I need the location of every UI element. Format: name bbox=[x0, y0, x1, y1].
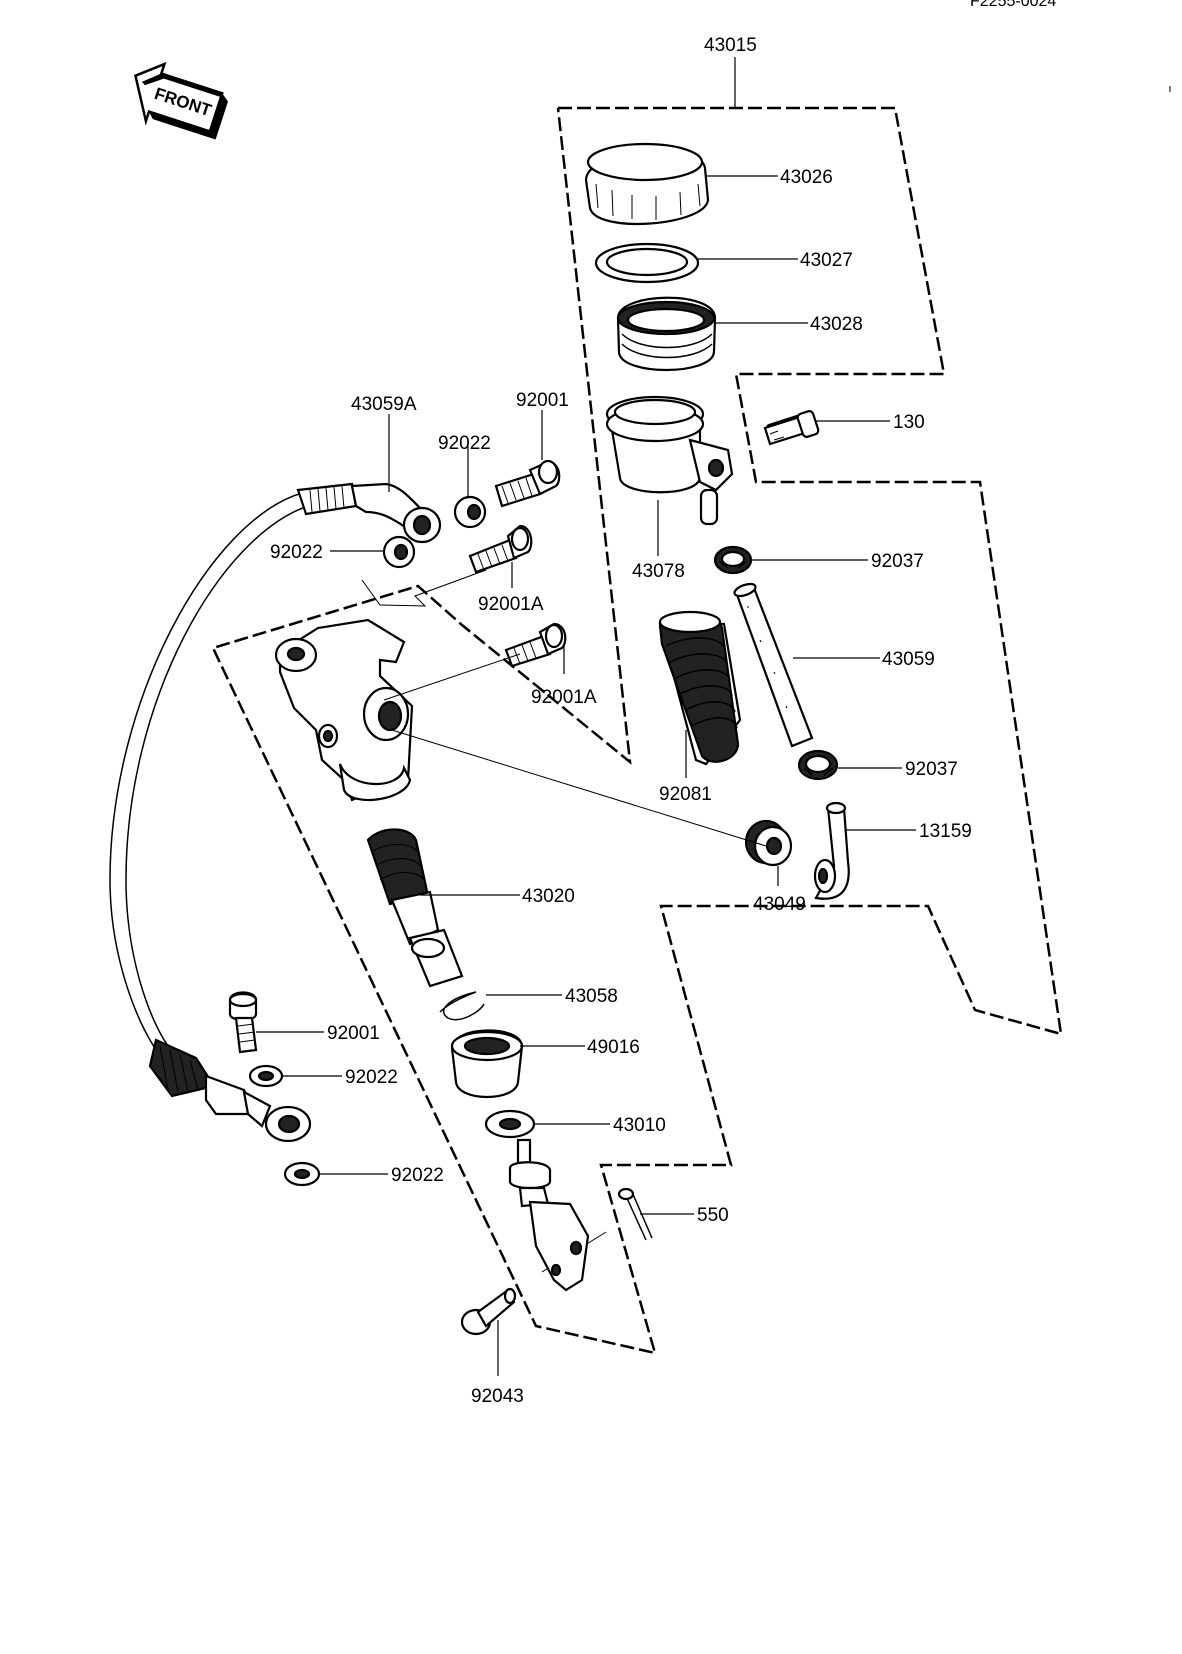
label-43028: 43028 bbox=[810, 314, 863, 335]
reservoir-hose bbox=[733, 582, 814, 748]
label-92022-left: 92022 bbox=[270, 542, 323, 563]
label-13159: 13159 bbox=[919, 821, 972, 842]
washer-lower-left bbox=[248, 1064, 284, 1088]
hose-clamp-upper bbox=[713, 545, 753, 575]
label-43059: 43059 bbox=[882, 649, 935, 670]
washer-left bbox=[382, 535, 416, 569]
label-43078: 43078 bbox=[632, 561, 685, 582]
label-92022-upper: 92022 bbox=[438, 433, 491, 454]
label-92037-upper: 92037 bbox=[871, 551, 924, 572]
label-92022-lower-left: 92022 bbox=[345, 1067, 398, 1088]
brake-hose bbox=[109, 482, 442, 1143]
label-43058: 43058 bbox=[565, 986, 618, 1007]
washer-upper bbox=[453, 495, 487, 529]
clevis-pin bbox=[460, 1287, 517, 1336]
reservoir-diaphragm bbox=[616, 296, 717, 372]
label-49016: 49016 bbox=[587, 1037, 640, 1058]
label-92043: 92043 bbox=[471, 1386, 524, 1407]
reservoir-cap bbox=[584, 142, 710, 225]
mounting-bolt-2 bbox=[504, 622, 567, 668]
circlip bbox=[439, 991, 485, 1021]
master-cylinder-body bbox=[274, 618, 414, 802]
label-43020: 43020 bbox=[522, 886, 575, 907]
elbow-fitting bbox=[813, 801, 850, 900]
label-130: 130 bbox=[893, 412, 925, 433]
piston-assembly bbox=[366, 828, 464, 988]
return-spring bbox=[658, 610, 742, 766]
reservoir-gasket bbox=[594, 242, 700, 284]
label-43027: 43027 bbox=[800, 250, 853, 271]
diagram-code: F2255-0024 bbox=[970, 0, 1056, 10]
ref-line-3 bbox=[391, 729, 767, 847]
hose-clamp-lower bbox=[797, 749, 839, 781]
banjo-bolt-upper bbox=[494, 459, 561, 508]
label-92022-bottom: 92022 bbox=[391, 1165, 444, 1186]
label-43015: 43015 bbox=[704, 35, 757, 56]
label-550: 550 bbox=[697, 1205, 729, 1226]
label-92081: 92081 bbox=[659, 784, 712, 805]
ref-line-1 bbox=[361, 569, 487, 607]
dust-boot bbox=[450, 1029, 524, 1099]
grommet bbox=[744, 819, 793, 867]
label-43026: 43026 bbox=[780, 167, 833, 188]
screw-130 bbox=[763, 410, 820, 446]
banjo-bolt-lower bbox=[228, 991, 258, 1054]
label-92001A-2: 92001A bbox=[531, 687, 597, 708]
label-92001A-1: 92001A bbox=[478, 594, 544, 615]
cotter-pin bbox=[617, 1187, 653, 1241]
reservoir-body bbox=[605, 395, 734, 526]
reservoir-assembly-outline bbox=[211, 106, 1063, 1355]
washer-bottom bbox=[283, 1161, 321, 1187]
label-92001-upper: 92001 bbox=[516, 390, 569, 411]
label-92037-lower: 92037 bbox=[905, 759, 958, 780]
ref-line-2 bbox=[383, 653, 521, 701]
label-43010: 43010 bbox=[613, 1115, 666, 1136]
push-rod bbox=[484, 1109, 590, 1292]
label-43059A: 43059A bbox=[351, 394, 417, 415]
front-arrow-icon: FRONT bbox=[133, 61, 228, 140]
label-92001-lower: 92001 bbox=[327, 1023, 380, 1044]
label-43049: 43049 bbox=[753, 894, 806, 915]
mounting-bolt-1 bbox=[468, 524, 533, 574]
